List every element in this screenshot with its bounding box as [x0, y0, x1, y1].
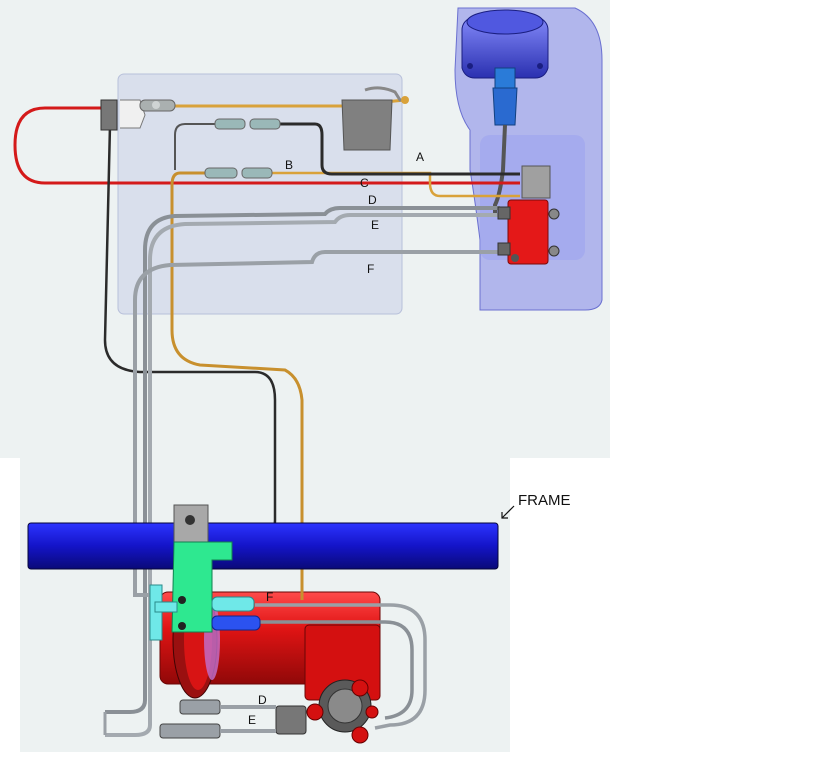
pressure-gauge	[461, 9, 549, 126]
hydraulic-line-d	[105, 206, 500, 714]
orange-wire-down	[170, 171, 304, 590]
frame-rail	[27, 522, 499, 570]
gauge-line	[493, 124, 507, 215]
hydraulic-line-f	[133, 250, 500, 597]
gauge-screw-icon	[467, 63, 473, 69]
relay-box	[341, 86, 409, 151]
blue-fitting-lower	[211, 615, 261, 631]
line-label-f: F	[367, 262, 375, 276]
line-label-a: A	[416, 150, 425, 164]
pump-motor	[306, 679, 379, 744]
line-label-d: D	[368, 193, 377, 207]
inline-connector-upper	[214, 118, 281, 130]
hydraulic-line-e	[105, 213, 500, 737]
cyan-fitting-upper	[211, 596, 255, 612]
frame-arrow-icon	[501, 505, 515, 519]
black-wire-loop	[174, 123, 215, 170]
line-label-c: C	[360, 176, 369, 190]
line-label-f-lower: F	[266, 590, 274, 604]
return-line-outer	[255, 603, 427, 730]
red-wire	[13, 106, 520, 185]
cyan-tee-fitting	[149, 584, 178, 641]
gauge-screw-icon	[537, 63, 543, 69]
line-label-b: B	[285, 158, 294, 172]
lower-fittings	[103, 699, 307, 739]
line-label-e: E	[371, 218, 380, 232]
solenoid-block	[521, 165, 551, 199]
black-wire-a	[280, 122, 520, 176]
line-label-e-lower: E	[248, 713, 257, 727]
return-line-inner	[255, 620, 414, 720]
line-label-d-lower: D	[258, 693, 267, 707]
control-valve-block	[497, 199, 560, 265]
frame-label: FRAME	[518, 492, 571, 509]
orange-wire-b	[428, 182, 520, 198]
mount-bracket	[171, 504, 233, 633]
inline-connector-b	[204, 167, 273, 179]
wire-connector-clip	[100, 99, 176, 131]
